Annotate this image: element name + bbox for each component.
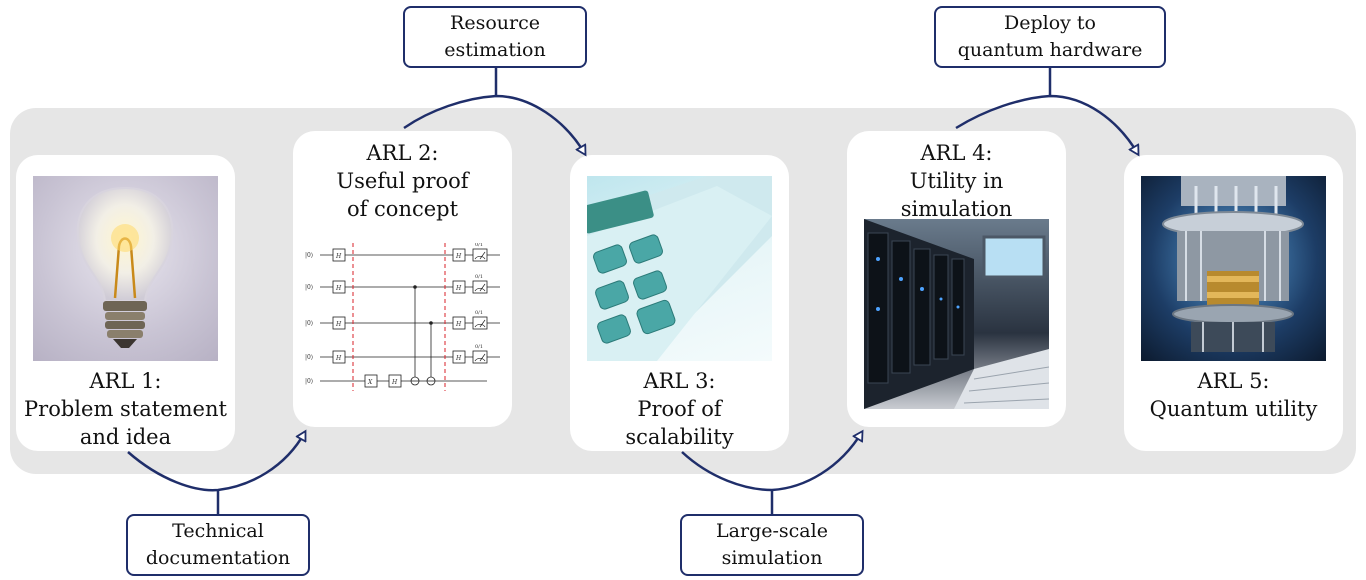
svg-text:0/1: 0/1	[475, 274, 483, 280]
caption-line: and idea	[79, 425, 172, 449]
control-dot	[413, 285, 417, 289]
label-line: Technical	[172, 520, 264, 542]
stage-caption-arl3: ARL 3: Proof of scalability	[570, 367, 789, 451]
caption-line: ARL 4:	[920, 141, 993, 165]
svg-text:H: H	[455, 355, 462, 362]
ket-label: |0⟩	[305, 252, 313, 259]
arrow-arl1-to-arl2	[127, 432, 305, 492]
stage-caption-arl1: ARL 1: Problem statement and idea	[16, 367, 235, 451]
caption-line: simulation	[900, 197, 1013, 221]
label-line: quantum hardware	[957, 39, 1143, 61]
svg-text:H: H	[335, 285, 342, 292]
hadamard-gate: H	[452, 248, 466, 262]
hadamard-gate: H	[332, 248, 346, 262]
transition-label-resource-estimation: Resource estimation	[403, 6, 587, 68]
caption-line: ARL 5:	[1197, 369, 1270, 393]
ket-label: |0⟩	[305, 354, 313, 361]
stage-card-arl2: ARL 2: Useful proof of concept |0⟩ |0⟩ |…	[293, 131, 512, 427]
stage-card-arl3: ARL 3: Proof of scalability	[570, 155, 789, 451]
hadamard-gate: H	[452, 316, 466, 330]
ket-label: |0⟩	[305, 320, 313, 327]
label-line: documentation	[145, 547, 291, 569]
caption-line: of concept	[346, 197, 459, 221]
control-dot	[429, 321, 433, 325]
svg-text:H: H	[335, 253, 342, 260]
transition-label-deploy-to-quantum-hardware: Deploy to quantum hardware	[934, 6, 1166, 68]
hadamard-gate: H	[332, 280, 346, 294]
svg-text:H: H	[391, 379, 398, 386]
svg-text:H: H	[455, 253, 462, 260]
arrow-arl4-to-arl5	[955, 94, 1138, 154]
stage-caption-arl4: ARL 4: Utility in simulation	[847, 139, 1066, 223]
caption-line: Useful proof	[336, 169, 469, 193]
caption-line: Utility in	[909, 169, 1004, 193]
caption-line: ARL 3:	[643, 369, 716, 393]
svg-text:0/1: 0/1	[475, 344, 483, 350]
label-line: Large-scale	[716, 520, 828, 542]
measurement-gate: 0/1	[472, 310, 488, 330]
pauli-x-gate: X	[364, 374, 378, 388]
caption-line: Problem statement	[24, 397, 227, 421]
svg-text:H: H	[335, 321, 342, 328]
svg-text:H: H	[455, 321, 462, 328]
hadamard-gate: H	[332, 350, 346, 364]
label-line: Deploy to	[1003, 12, 1096, 34]
light-bulb-image	[33, 176, 218, 361]
stage-card-arl5: ARL 5: Quantum utility	[1124, 155, 1343, 451]
stage-card-arl4: ARL 4: Utility in simulation	[847, 131, 1066, 427]
measurement-gate: 0/1	[472, 274, 488, 294]
caption-line: ARL 1:	[89, 369, 162, 393]
arrow-arl3-to-arl4	[681, 432, 862, 492]
stage-caption-arl2: ARL 2: Useful proof of concept	[293, 139, 512, 223]
transition-label-large-scale-simulation: Large-scale simulation	[680, 514, 864, 576]
stage-card-arl1: ARL 1: Problem statement and idea	[16, 155, 235, 451]
caption-line: Quantum utility	[1149, 397, 1318, 421]
quantum-circuit-diagram: |0⟩ |0⟩ |0⟩ |0⟩ |0⟩ H H H H X H	[305, 243, 500, 391]
quantum-computer-image	[1141, 176, 1326, 361]
svg-text:H: H	[335, 355, 342, 362]
stage-caption-arl5: ARL 5: Quantum utility	[1124, 367, 1343, 423]
ket-label: |0⟩	[305, 284, 313, 291]
hadamard-gate: H	[452, 350, 466, 364]
svg-text:X: X	[367, 379, 373, 386]
svg-text:0/1: 0/1	[475, 310, 483, 316]
hadamard-gate: H	[452, 280, 466, 294]
server-room-image	[864, 219, 1049, 409]
measurement-gate: 0/1	[472, 243, 488, 262]
hadamard-gate: H	[388, 374, 402, 388]
hadamard-gate: H	[332, 316, 346, 330]
label-line: simulation	[721, 547, 823, 569]
label-line: estimation	[444, 39, 546, 61]
svg-text:H: H	[455, 285, 462, 292]
caption-line: scalability	[625, 425, 734, 449]
label-line: Resource	[450, 12, 540, 34]
caption-line: Proof of	[637, 397, 722, 421]
svg-text:0/1: 0/1	[475, 243, 483, 248]
caption-line: ARL 2:	[366, 141, 439, 165]
measurement-gate: 0/1	[472, 344, 488, 364]
arrow-arl2-to-arl3	[403, 94, 585, 154]
calculator-image	[587, 176, 772, 361]
transition-label-technical-documentation: Technical documentation	[126, 514, 310, 576]
ket-label: |0⟩	[305, 378, 313, 385]
